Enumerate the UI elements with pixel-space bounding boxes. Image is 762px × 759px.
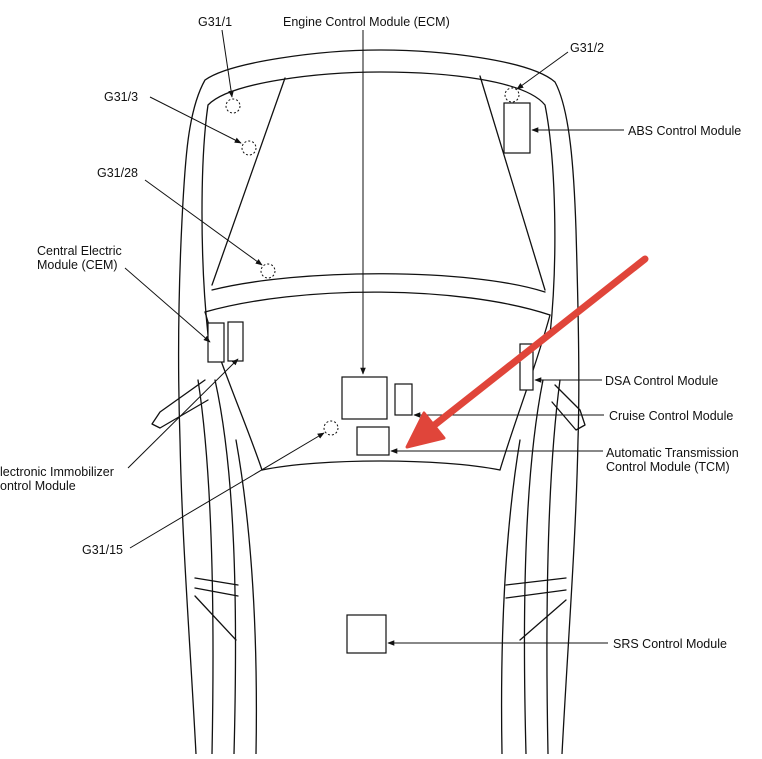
leader-g31-1: [221, 29, 234, 98]
windshield-base: [204, 291, 551, 316]
door-frame-left-inner: [214, 379, 237, 755]
hood-inner-outline: [201, 71, 556, 336]
ground-point-g31-2: [504, 87, 520, 103]
leader-cem: [124, 267, 211, 343]
mirror-left: [151, 379, 209, 429]
label-dsa: DSA Control Module: [605, 374, 718, 388]
tcm-box: [356, 426, 390, 456]
label-immobilizer-line2: ontrol Module: [0, 479, 76, 493]
label-srs: SRS Control Module: [613, 637, 727, 651]
cruise-control-box: [394, 383, 413, 416]
red-arrow-head: [405, 411, 446, 449]
leader-g31-28: [144, 179, 263, 266]
b-pillar-left: [194, 577, 239, 641]
ground-point-g31-1: [225, 98, 241, 114]
label-g31-15: G31/15: [82, 543, 123, 557]
red-arrow-shaft: [428, 255, 649, 431]
label-cem-line2: Module (CEM): [37, 258, 118, 272]
ground-points: [225, 87, 520, 436]
door-frame-right-outer: [546, 379, 561, 755]
abs-box: [503, 102, 531, 154]
ground-point-g31-15: [323, 420, 339, 436]
car-outline: [151, 49, 586, 755]
label-g31-3: G31/3: [104, 90, 138, 104]
hood-line-left: [211, 77, 286, 286]
label-immobilizer-line1: lectronic Immobilizer: [0, 465, 114, 479]
mirror-right: [551, 384, 586, 431]
label-tcm-line1: Automatic Transmission: [606, 446, 739, 460]
leader-immobilizer: [127, 358, 239, 469]
ecm-box: [341, 376, 388, 420]
label-g31-28: G31/28: [97, 166, 138, 180]
label-g31-1: G31/1: [198, 15, 232, 29]
label-tcm-line2: Control Module (TCM): [606, 460, 730, 474]
cem-box-1: [207, 322, 225, 363]
windshield-top: [261, 460, 501, 471]
door-frame-left-outer: [197, 379, 214, 755]
label-cruise: Cruise Control Module: [609, 409, 733, 423]
srs-box: [346, 614, 387, 654]
label-ecm: Engine Control Module (ECM): [283, 15, 450, 29]
car-body-outer: [178, 49, 580, 755]
red-annotation-arrow: [405, 255, 649, 449]
leader-g31-3: [149, 96, 242, 144]
label-g31-2: G31/2: [570, 41, 604, 55]
leader-g31-2: [516, 51, 569, 90]
leader-lines: [124, 29, 624, 646]
door-frame-right-rail: [500, 439, 521, 755]
labels: Engine Control Module (ECM) G31/1 G31/2 …: [0, 15, 741, 651]
leader-g31-15: [129, 432, 325, 549]
b-pillar-right: [505, 577, 567, 641]
cem-box-2: [227, 321, 244, 362]
hood-line-right: [479, 75, 546, 291]
door-frame-left-rail: [235, 439, 258, 755]
door-frame-right-inner: [523, 379, 544, 755]
ground-point-g31-28: [260, 263, 276, 279]
ground-point-g31-3: [241, 140, 257, 156]
cowl-line: [211, 273, 546, 293]
label-abs: ABS Control Module: [628, 124, 741, 138]
label-cem-line1: Central Electric: [37, 244, 122, 258]
modules: [207, 102, 534, 654]
